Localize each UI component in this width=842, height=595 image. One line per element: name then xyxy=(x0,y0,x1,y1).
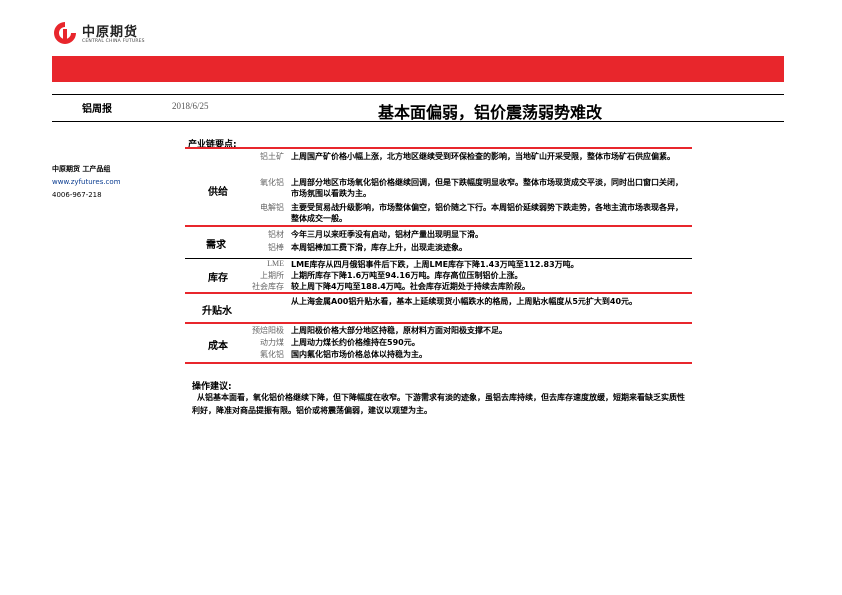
sub-label: LME xyxy=(267,259,284,268)
row-text: LME库存从四月俄铝事件后下跌，上周LME库存下降1.43万吨至112.83万吨… xyxy=(291,260,579,269)
row-text: 国内氟化铝市场价格总体以持稳为主。 xyxy=(291,350,427,359)
rule-top xyxy=(185,147,692,149)
sub-label: 氧化铝 xyxy=(260,178,284,187)
sub-label: 铝材 xyxy=(268,230,284,239)
row-text: 较上周下降4万吨至188.4万吨。社会库存近期处于持续去库阶段。 xyxy=(291,282,530,291)
page-title: 基本面偏弱，铝价震荡弱势难改 xyxy=(378,103,603,122)
company-logo: 中原期货 CENTRAL CHINA FUTURES xyxy=(52,20,162,50)
sub-label: 电解铝 xyxy=(260,203,284,212)
row-text: 上周部分地区市场氧化铝价格继续回调，但是下跌幅度明显收窄。整体市场现货成交平淡，… xyxy=(291,178,683,198)
advice-text: 从铝基本面看，氧化铝价格继续下降，但下降幅度在收窄。下游需求有淡的迹象，虽铝去库… xyxy=(192,393,685,415)
sub-label: 铝棒 xyxy=(268,243,284,252)
row-text: 本周铝棒加工费下滑，库存上升，出现走淡迹象。 xyxy=(291,243,467,252)
category-premium: 升贴水 xyxy=(202,306,232,317)
sub-label: 预焙阳极 xyxy=(252,326,284,335)
advice-heading: 操作建议: xyxy=(192,382,232,392)
sub-label: 铝土矿 xyxy=(260,152,284,161)
logo-mark-icon xyxy=(54,22,76,44)
sub-label: 社会库存 xyxy=(252,282,284,291)
sub-label: 上期所 xyxy=(260,271,284,280)
sidebar-org: 中原期货 工产品组 xyxy=(52,165,111,173)
category-cost: 成本 xyxy=(208,341,228,352)
header-bottom-rule xyxy=(52,121,784,122)
row-text: 从上海金属A00铝升贴水看，基本上延续现货小幅跌水的格局，上周贴水幅度从5元扩大… xyxy=(291,297,638,306)
category-demand: 需求 xyxy=(206,240,226,251)
section-title: 产业链要点: xyxy=(188,140,237,150)
logo-name-cn: 中原期货 xyxy=(82,25,139,40)
sidebar-contact: 中原期货 工产品组 www.zyfutures.com 4006-967-218 xyxy=(52,163,121,202)
sub-label: 动力煤 xyxy=(260,338,284,347)
rule-cost-end xyxy=(185,362,692,364)
report-type: 铝周报 xyxy=(82,104,112,115)
rule-demand-end xyxy=(185,258,692,259)
header-top-rule xyxy=(52,94,784,95)
sidebar-url[interactable]: www.zyfutures.com xyxy=(52,178,121,186)
category-supply: 供给 xyxy=(208,187,228,198)
sub-label: 氟化铝 xyxy=(260,350,284,359)
report-date: 2018/6/25 xyxy=(172,101,209,111)
rule-inventory-end xyxy=(185,292,692,294)
row-text: 主要受贸易战升级影响，市场整体偏空，铝价随之下行。本周铝价延续弱势下跌走势，各地… xyxy=(291,203,683,223)
rule-premium-end xyxy=(185,322,692,324)
row-text: 今年三月以来旺季没有启动，铝材产量出现明显下滑。 xyxy=(291,230,483,239)
row-text: 上周动力煤长约价格维持在590元。 xyxy=(291,338,420,347)
row-text: 上期所库存下降1.6万吨至94.16万吨。库存高位压制铝价上涨。 xyxy=(291,271,523,280)
rule-supply-end xyxy=(185,225,692,227)
red-banner xyxy=(52,56,784,82)
category-inventory: 库存 xyxy=(208,273,228,284)
row-text: 上周国产矿价格小幅上涨，北方地区继续受到环保检查的影响，当地矿山开采受限，整体市… xyxy=(291,152,675,161)
row-text: 上周阳极价格大部分地区持稳，原材料方面对阳极支撑不足。 xyxy=(291,326,507,335)
sidebar-phone: 4006-967-218 xyxy=(52,191,102,199)
logo-name-en: CENTRAL CHINA FUTURES xyxy=(82,39,145,44)
